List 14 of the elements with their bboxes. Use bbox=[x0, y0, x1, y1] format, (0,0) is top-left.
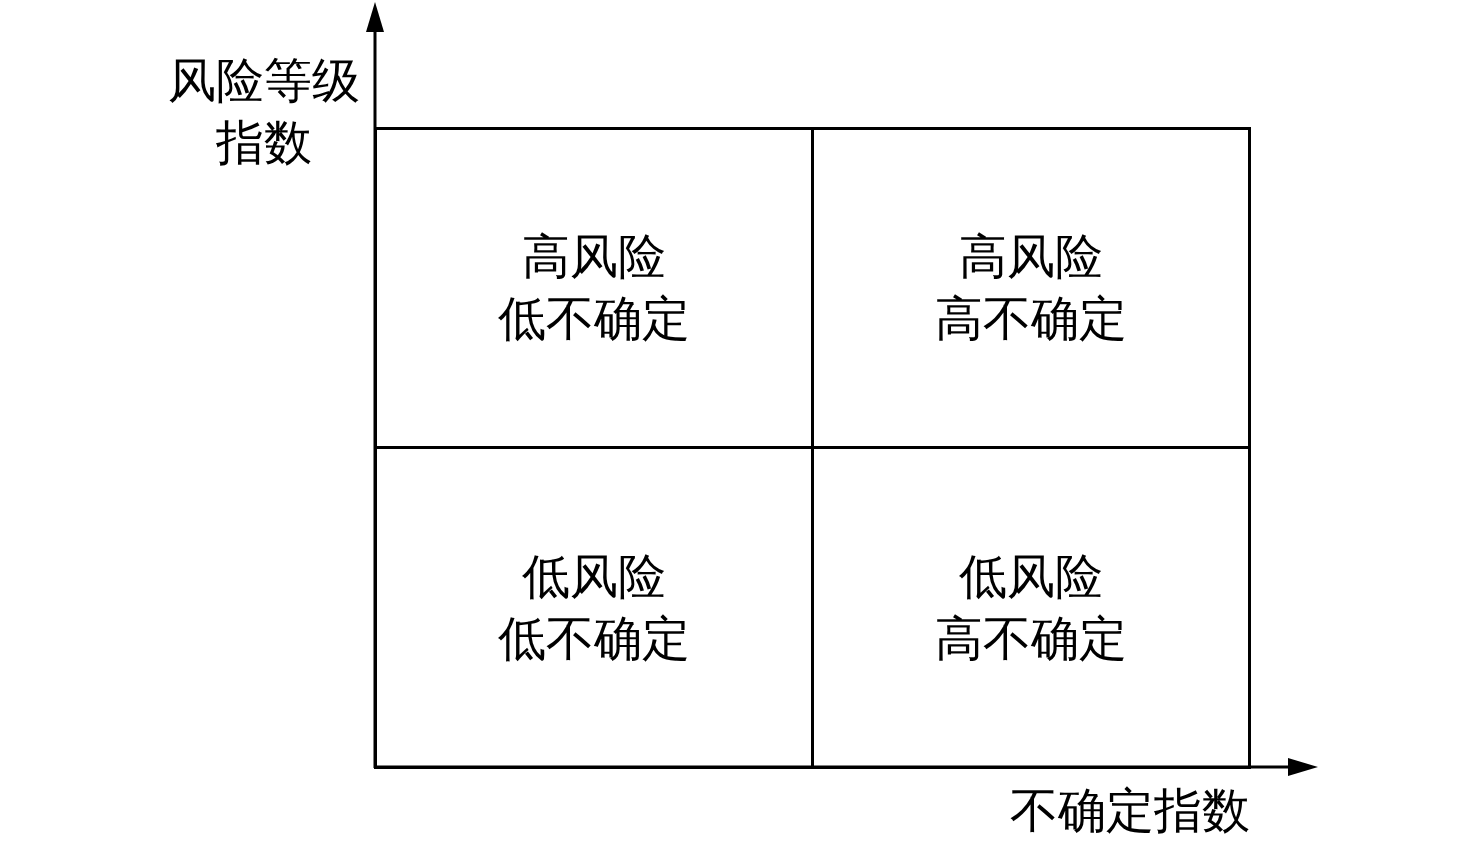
axis-label: 风险等级指数 bbox=[167, 53, 361, 171]
axis-label: 不确定指数 bbox=[1010, 783, 1250, 839]
quadrant-box bbox=[374, 446, 814, 769]
quadrant-box bbox=[374, 127, 814, 449]
quadrant-text: 低不确定 bbox=[498, 291, 690, 347]
quadrant-box bbox=[811, 446, 1251, 769]
quadrant-text: 高不确定 bbox=[935, 610, 1127, 667]
quadrant-text: 高风险 bbox=[522, 229, 666, 285]
quadrant-text: 高不确定 bbox=[935, 291, 1127, 347]
quadrant-text: 高风险 bbox=[959, 229, 1103, 285]
quadrant-text: 低不确定 bbox=[498, 610, 690, 667]
quadrant-box bbox=[811, 127, 1251, 449]
quadrant-text: 低风险 bbox=[522, 548, 666, 605]
quadrant-text: 低风险 bbox=[959, 548, 1103, 605]
